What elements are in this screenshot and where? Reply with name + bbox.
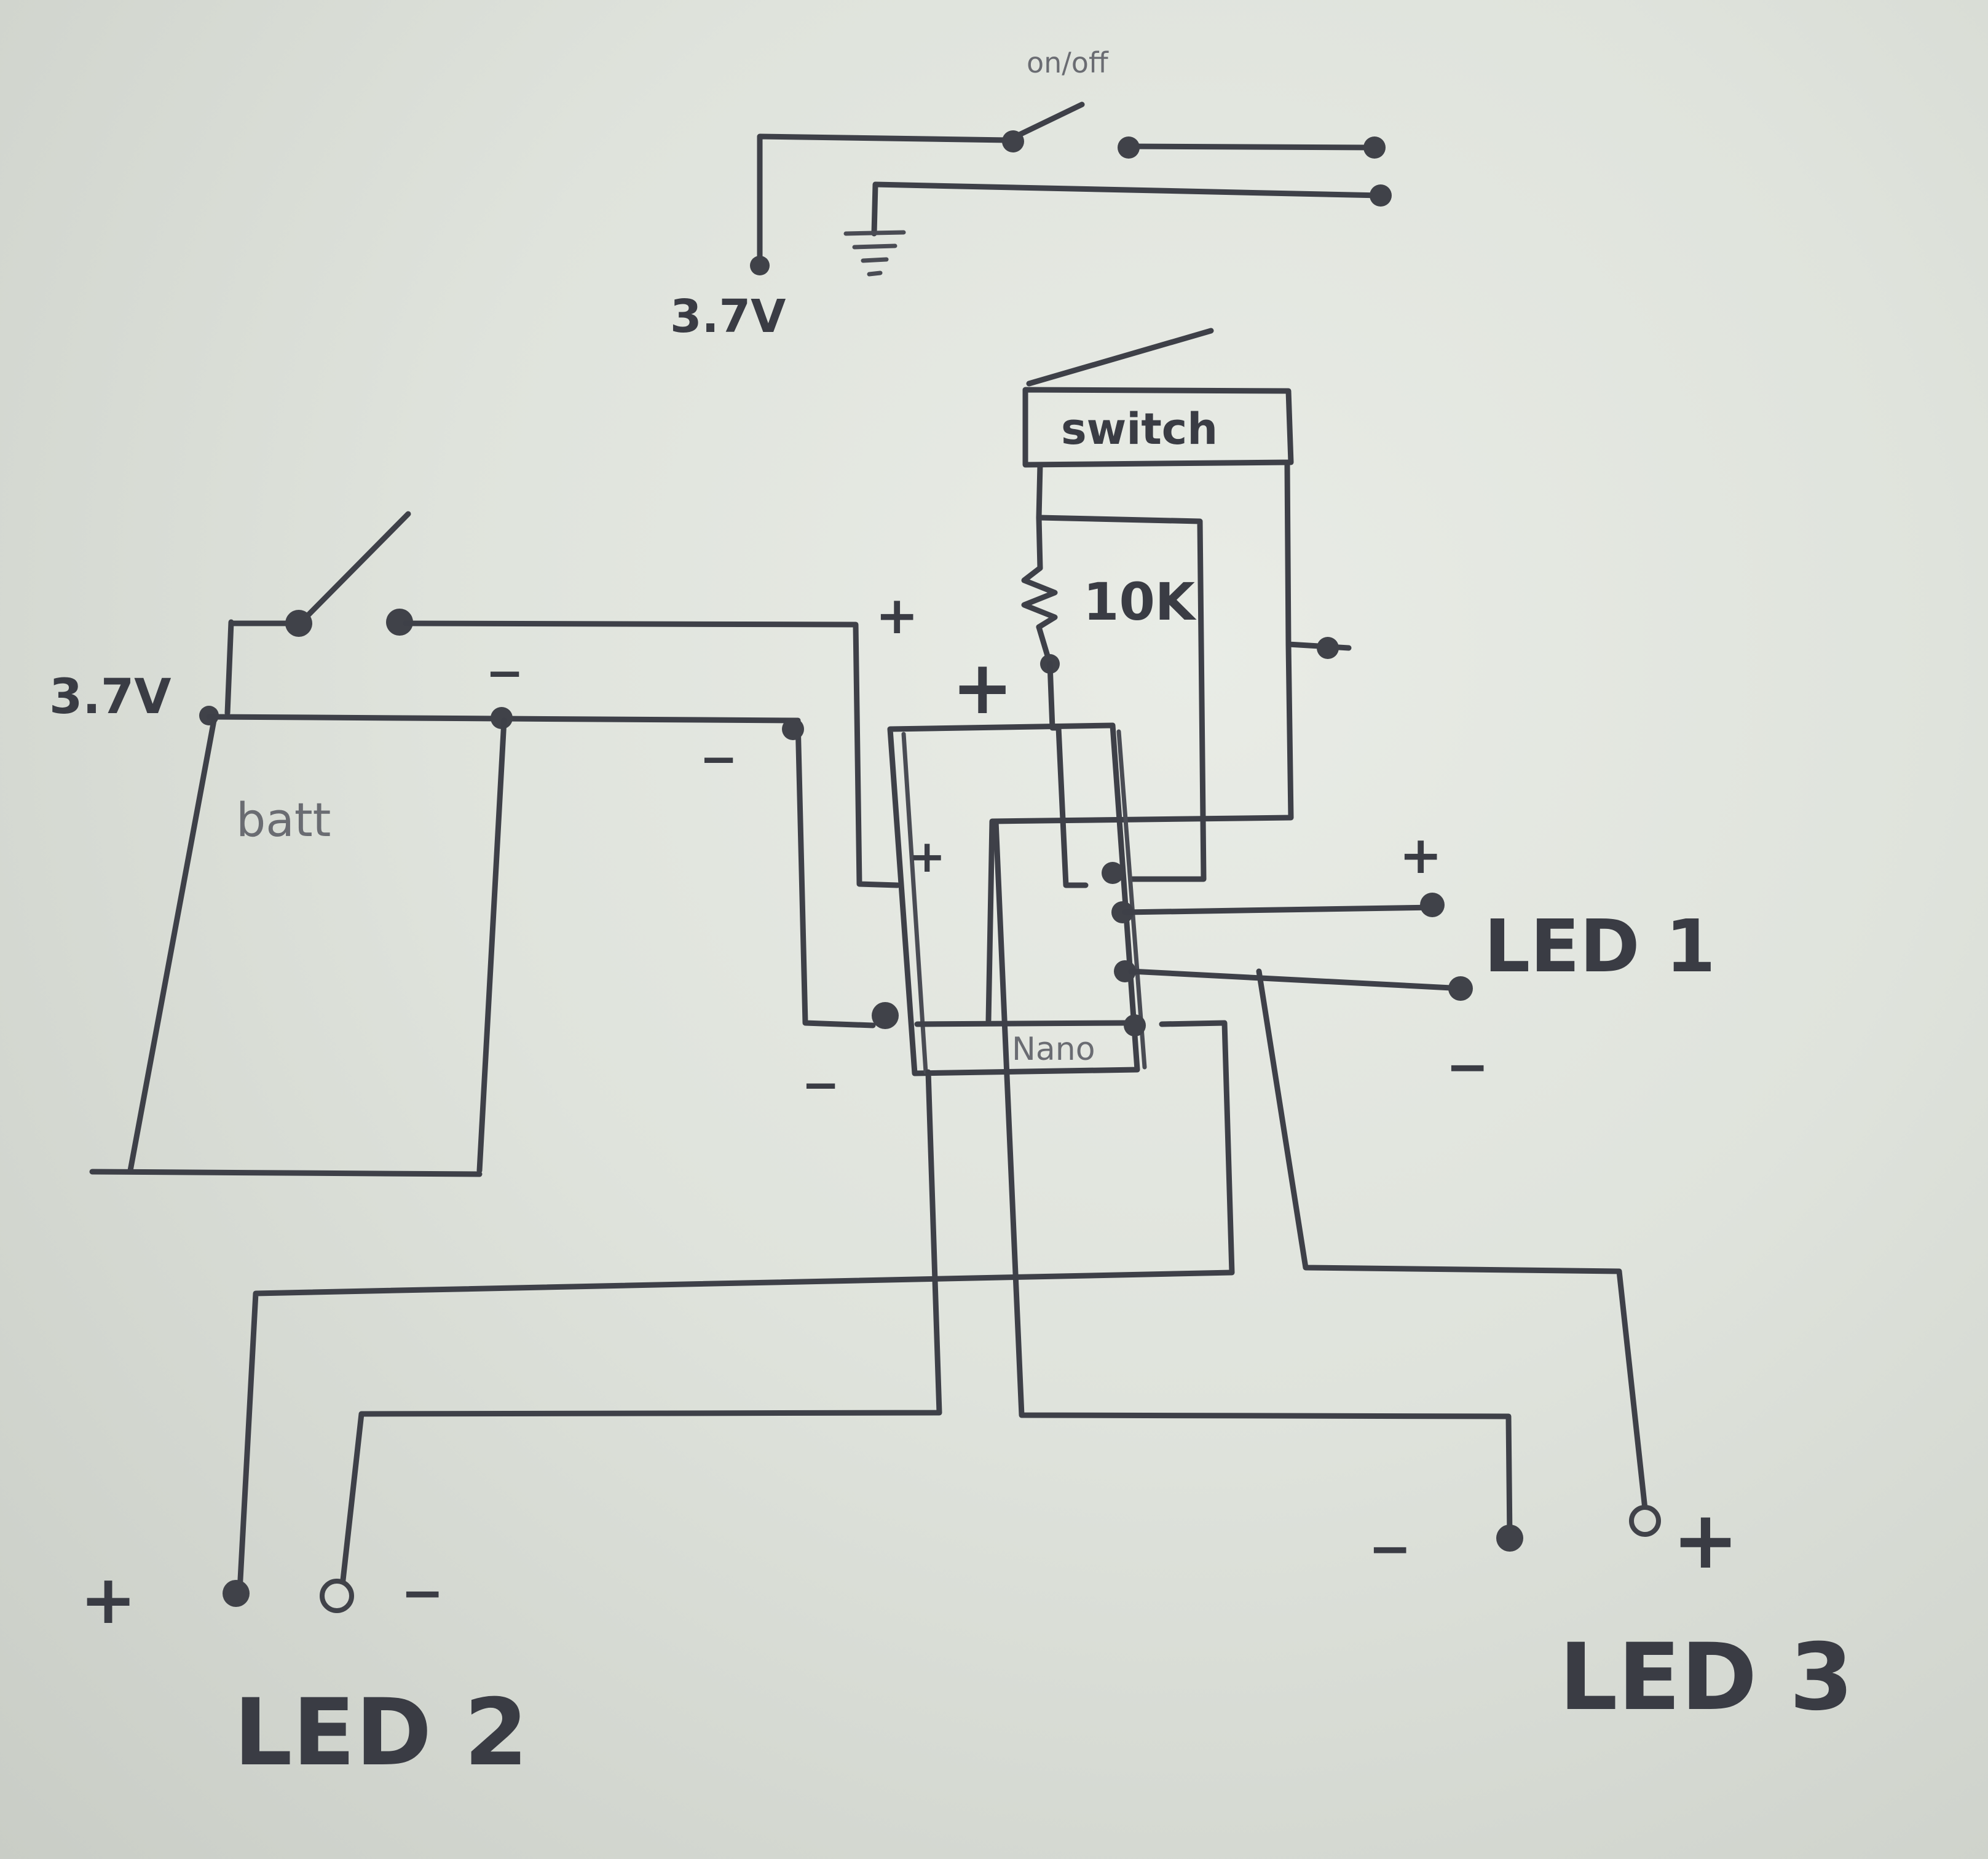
battery-circuit: + − − − 3.7V batt [49, 511, 918, 1177]
resistor-label: 10K [1083, 572, 1197, 632]
nano-label: Nano [1012, 1031, 1095, 1068]
top-power-switch: on/off 3.7V [670, 46, 1392, 343]
led1-minus-sign: − [1446, 1036, 1489, 1097]
battery-minus-sign-top: − [486, 647, 524, 700]
switch-label: switch [1061, 404, 1218, 454]
led1-plus-sign: + [1399, 825, 1442, 885]
led2-label: LED 2 [234, 1679, 528, 1786]
ground-icon [843, 230, 906, 277]
resistor-plus-sign: + [952, 645, 1014, 731]
led1-label: LED 1 [1484, 904, 1716, 989]
top-voltage-label: 3.7V [670, 290, 786, 343]
led2-circuit: + − LED 2 [80, 1020, 1235, 1786]
top-switch-label: on/off [1027, 46, 1109, 79]
battery-voltage-label: 3.7V [49, 669, 172, 725]
nano-board: + Nano [872, 722, 1147, 1076]
battery-minus-sign-mid: − [700, 733, 738, 786]
battery-label: batt [236, 792, 331, 847]
led3-label: LED 3 [1559, 1624, 1853, 1731]
led2-minus-sign: − [401, 1563, 444, 1623]
nano-plus-sign: + [909, 831, 945, 882]
led1-circuit: + − LED 1 [1122, 825, 1716, 1097]
led3-minus-sign: − [1368, 1518, 1411, 1579]
resistor-10k: 10K + [952, 515, 1197, 888]
battery-minus-sign-low: − [802, 1059, 840, 1111]
switch-component: switch [985, 328, 1352, 1024]
led3-plus-sign: + [1672, 1493, 1739, 1587]
led3-circuit: − + LED 3 [993, 818, 1853, 1731]
battery-plus-sign: + [875, 585, 918, 645]
led2-plus-sign: + [80, 1560, 136, 1639]
